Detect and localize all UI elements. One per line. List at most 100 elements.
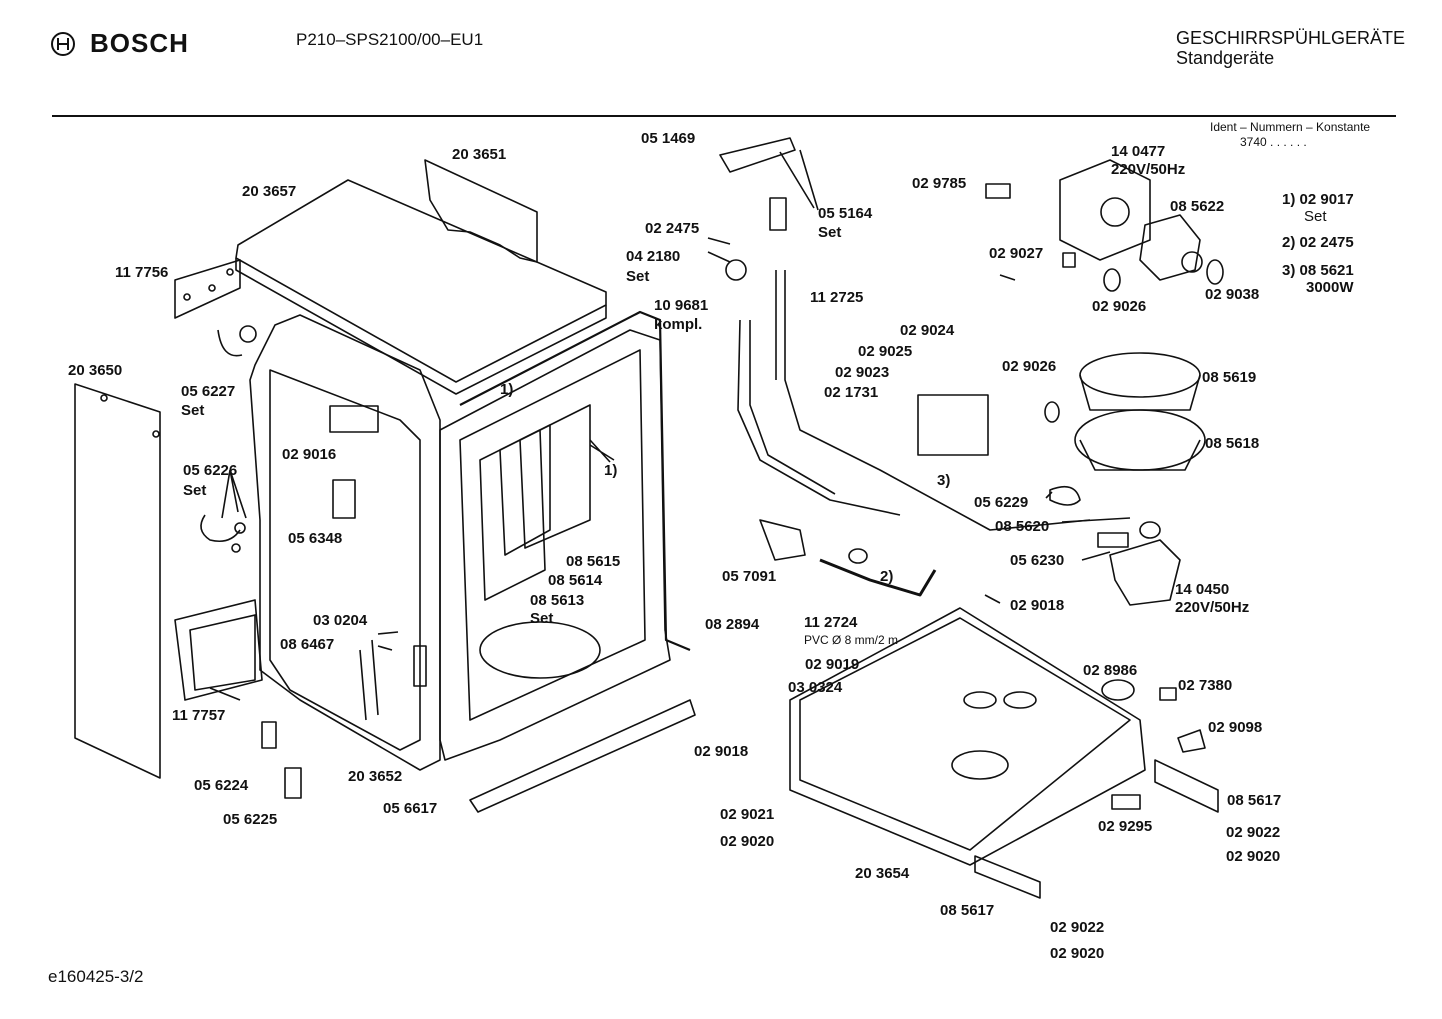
label-112725: 11 2725	[810, 289, 864, 306]
label-note-1-top: 1)	[500, 381, 514, 398]
label-056348: 05 6348	[288, 530, 343, 547]
label-109681-kompl: kompl.	[654, 316, 703, 333]
label-030204: 03 0204	[313, 612, 368, 629]
label-029022-right: 02 9022	[1226, 824, 1281, 841]
label-109681: 10 9681	[654, 297, 709, 314]
label-085619: 08 5619	[1202, 369, 1257, 386]
label-055164: 05 5164	[818, 205, 873, 222]
label-029021: 02 9021	[720, 806, 775, 823]
ident-value: 3740 . . . . . .	[1240, 135, 1307, 149]
base	[789, 607, 1146, 866]
label-030324: 03 0324	[788, 679, 843, 696]
label-085617-right: 08 5617	[1227, 792, 1282, 809]
label-029016: 02 9016	[282, 446, 337, 463]
label-140477: 14 0477	[1111, 143, 1166, 160]
label-029019: 02 9019	[805, 656, 860, 673]
legend-note: Set	[1304, 208, 1327, 225]
label-056227: 05 6227	[181, 383, 236, 400]
label-056230: 05 6230	[1010, 552, 1065, 569]
label-056225: 05 6225	[223, 811, 278, 828]
label-056226-set: Set	[183, 482, 207, 499]
frame-left	[249, 314, 441, 771]
label-note-1-door: 1)	[604, 462, 618, 479]
label-056617: 05 6617	[383, 800, 438, 817]
label-085618: 08 5618	[1205, 435, 1260, 452]
label-029020-right: 02 9020	[1226, 848, 1281, 865]
label-029023: 02 9023	[835, 364, 890, 381]
label-056226: 05 6226	[183, 462, 238, 479]
label-117756: 11 7756	[115, 264, 169, 281]
brand-name: BOSCH	[90, 28, 189, 58]
legend-key: 3)	[1282, 262, 1296, 279]
category: GESCHIRRSPÜHLGERÄTE Standgeräte	[1176, 28, 1405, 68]
label-203650: 20 3650	[68, 362, 123, 379]
label-082894: 08 2894	[705, 616, 760, 633]
label-085615: 08 5615	[566, 553, 621, 570]
label-056224: 05 6224	[194, 777, 249, 794]
category-line-1: GESCHIRRSPÜHLGERÄTE	[1176, 28, 1406, 48]
legend-part: 02 9017	[1299, 191, 1354, 208]
label-203652: 20 3652	[348, 768, 403, 785]
label-029027: 02 9027	[989, 245, 1044, 262]
label-029038: 02 9038	[1205, 286, 1260, 303]
label-085613-set: Set	[530, 610, 554, 627]
label-140477-volt: 220V/50Hz	[1111, 161, 1186, 178]
label-022475: 02 2475	[645, 220, 700, 237]
label-029020-left: 02 9020	[720, 833, 775, 850]
label-056229: 05 6229	[974, 494, 1029, 511]
label-085614: 08 5614	[548, 572, 603, 589]
brand: BOSCH	[50, 28, 189, 59]
label-029026-mid: 02 9026	[1002, 358, 1057, 375]
label-085613: 08 5613	[530, 592, 585, 609]
panel-203651	[424, 159, 538, 263]
category-line-2: Standgeräte	[1176, 48, 1275, 68]
header-rule	[52, 115, 1396, 117]
label-057091: 05 7091	[722, 568, 777, 585]
label-117757: 11 7757	[172, 707, 226, 724]
label-085617-bottom: 08 5617	[940, 902, 995, 919]
label-029785: 02 9785	[912, 175, 967, 192]
label-027380: 02 7380	[1178, 677, 1233, 694]
label-112724: 11 2724	[804, 614, 858, 631]
label-pvc: PVC Ø 8 mm/2 m	[804, 633, 899, 647]
document-code: e160425-3/2	[48, 967, 144, 986]
label-042180-set: Set	[626, 268, 650, 285]
label-029020-bottom: 02 9020	[1050, 945, 1105, 962]
label-029026-top: 02 9026	[1092, 298, 1147, 315]
label-203651: 20 3651	[452, 146, 507, 163]
label-029295: 02 9295	[1098, 818, 1153, 835]
label-029098: 02 9098	[1208, 719, 1263, 736]
label-029025: 02 9025	[858, 343, 913, 360]
label-140450: 14 0450	[1175, 581, 1230, 598]
bosch-logo-icon	[51, 31, 75, 56]
label-029018-bottom: 02 9018	[694, 743, 749, 760]
label-021731: 02 1731	[824, 384, 879, 401]
legend-note: 3000W	[1306, 279, 1354, 296]
legend-item-1: 1) 02 9017 Set	[1282, 191, 1354, 225]
side-panel	[74, 383, 161, 779]
legend-part: 02 2475	[1299, 234, 1354, 251]
label-056227-set: Set	[181, 402, 205, 419]
legend-item-2: 2) 02 2475	[1282, 234, 1354, 251]
legend-key: 2)	[1282, 234, 1296, 251]
label-029024: 02 9024	[900, 322, 955, 339]
label-086467: 08 6467	[280, 636, 335, 653]
label-051469: 05 1469	[641, 130, 696, 147]
label-140450-volt: 220V/50Hz	[1175, 599, 1250, 616]
label-055164-set: Set	[818, 224, 842, 241]
label-029022-bottom: 02 9022	[1050, 919, 1105, 936]
label-085620: 08 5620	[995, 518, 1050, 535]
legend-key: 1)	[1282, 191, 1296, 208]
worktop	[235, 179, 607, 383]
label-085622: 08 5622	[1170, 198, 1225, 215]
legend-item-3: 3) 08 5621 3000W	[1282, 262, 1354, 296]
label-note-2: 2)	[880, 568, 894, 585]
ident-label: Ident – Nummern – Konstante	[1210, 120, 1371, 134]
model-number: P210–SPS2100/00–EU1	[296, 30, 484, 49]
label-203654: 20 3654	[855, 865, 910, 882]
label-042180: 04 2180	[626, 248, 681, 265]
legend-part: 08 5621	[1299, 262, 1354, 279]
label-029018-top: 02 9018	[1010, 597, 1065, 614]
label-note-3: 3)	[937, 472, 951, 489]
